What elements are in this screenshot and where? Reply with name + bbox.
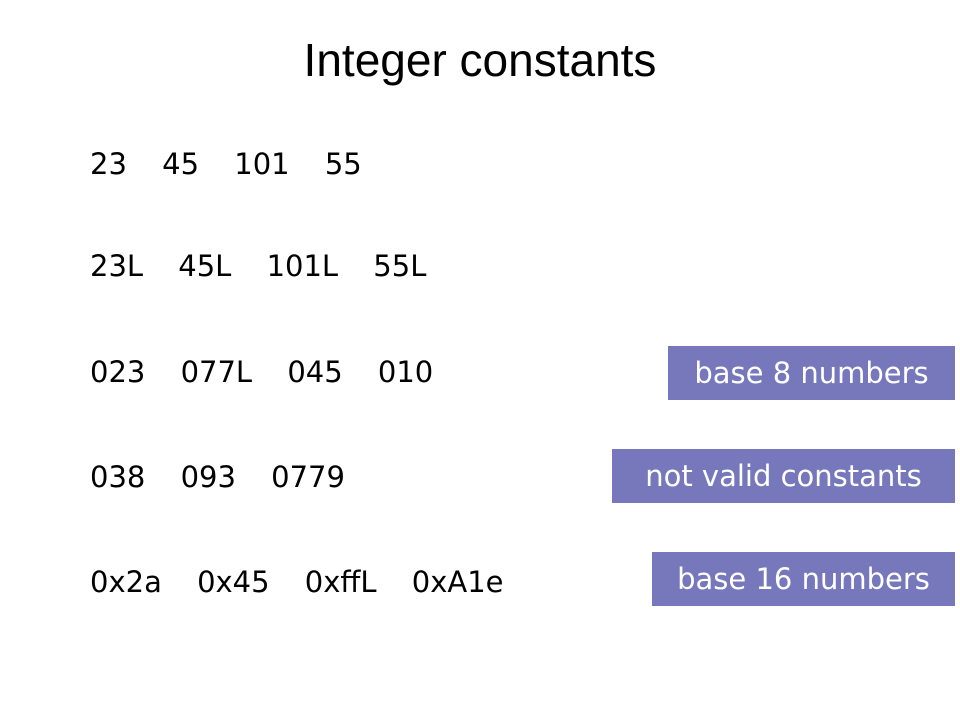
constant-token: 45L <box>178 249 232 283</box>
constant-token: 023 <box>90 355 146 389</box>
constant-token: 55L <box>373 249 427 283</box>
constant-token: 101L <box>266 249 339 283</box>
constant-token: 093 <box>180 460 236 494</box>
constant-token: 0779 <box>271 460 345 494</box>
constant-token: 101 <box>234 147 290 181</box>
constant-token: 23 <box>90 147 127 181</box>
constant-token: 0xA1e <box>411 565 504 599</box>
constant-token: 077L <box>180 355 253 389</box>
slide-title: Integer constants <box>303 34 657 86</box>
constant-token: 55 <box>324 147 362 181</box>
constant-token: 0x45 <box>197 565 270 599</box>
base-8-annotation: base 8 numbers <box>668 346 955 400</box>
constant-token: 0xffL <box>304 565 377 599</box>
base-16-annotation: base 16 numbers <box>652 552 955 606</box>
constant-token: 010 <box>377 355 434 389</box>
constant-token: 045 <box>287 355 343 389</box>
constant-token: 0x2a <box>90 565 162 599</box>
invalid-constants-row: 038 093 0779 <box>90 459 345 495</box>
long-constants-row: 23L 45L 101L 55L <box>90 248 426 284</box>
constant-token: 23L <box>90 249 144 283</box>
constant-token: 45 <box>162 147 200 181</box>
hex-constants-row: 0x2a 0x45 0xffL 0xA1e <box>90 564 504 600</box>
decimal-constants-row: 23 45 101 55 <box>90 146 362 182</box>
octal-constants-row: 023 077L 045 010 <box>90 354 433 390</box>
invalid-constants-annotation: not valid constants <box>612 449 955 503</box>
constant-token: 038 <box>90 460 146 494</box>
